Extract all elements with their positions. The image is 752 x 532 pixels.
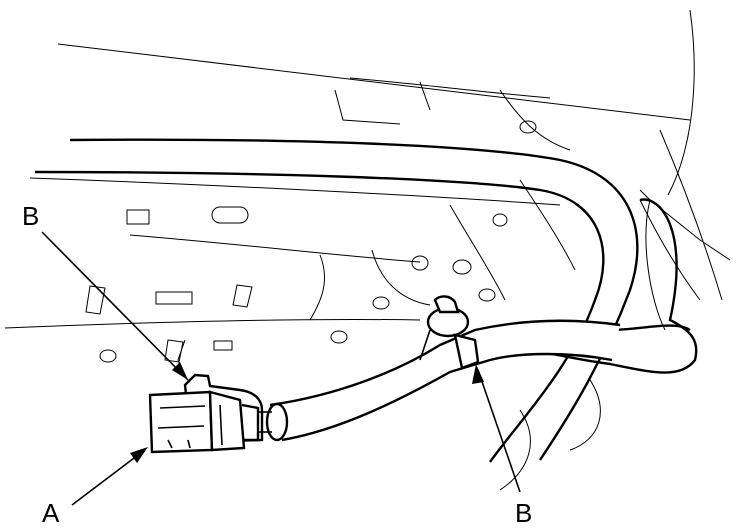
connector-a — [148, 339, 272, 454]
leader-lines — [41, 231, 521, 506]
callout-label-a: A — [42, 498, 60, 528]
harness-clip — [419, 295, 480, 370]
harness-right — [539, 198, 698, 374]
callout-label-b-bottom: B — [515, 498, 533, 528]
body-panel — [4, 9, 731, 491]
wire-harness — [265, 319, 621, 442]
frame-tube — [34, 138, 639, 463]
callout-label-b-left: B — [22, 201, 40, 231]
panel-holes — [85, 120, 537, 363]
